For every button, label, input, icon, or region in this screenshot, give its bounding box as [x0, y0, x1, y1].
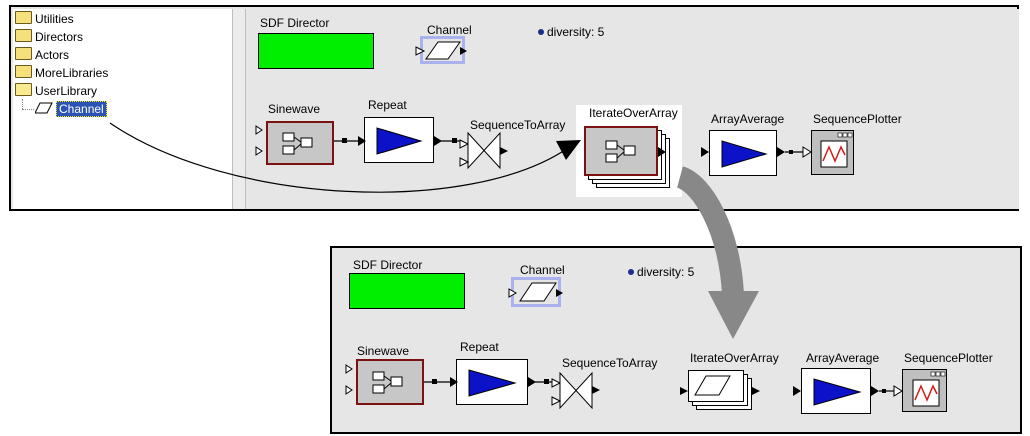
channel-actor[interactable] — [415, 36, 467, 64]
tree-connector-line — [22, 99, 24, 109]
triangle-icon — [468, 369, 517, 397]
parallelogram-icon — [508, 282, 563, 302]
channel-label: Channel — [427, 23, 472, 37]
sinewave-label: Sinewave — [357, 344, 410, 358]
arrayaverage-actor[interactable] — [801, 368, 871, 414]
composite-icon — [282, 132, 313, 155]
tree-connector-line — [22, 109, 34, 111]
plot-icon — [820, 132, 853, 168]
tree-item-label: Utilities — [35, 12, 74, 26]
director-label: SDF Director — [260, 16, 330, 30]
library-tree: Utilities Directors Actors MoreLibraries… — [13, 9, 232, 209]
arrayaverage-actor[interactable] — [709, 130, 777, 176]
channel-actor[interactable] — [508, 277, 563, 307]
sequencetoarray-label: SequenceToArray — [562, 356, 658, 370]
iterateoverarray-actor[interactable] — [584, 126, 658, 176]
tree-item-label: MoreLibraries — [35, 66, 109, 80]
sequenceplotter-label: SequencePlotter — [813, 112, 902, 126]
triangle-icon — [376, 127, 423, 155]
arrayaverage-label: ArrayAverage — [711, 112, 785, 126]
arrayaverage-label: ArrayAverage — [806, 351, 880, 365]
repeat-actor[interactable] — [456, 359, 528, 405]
tree-item-label: UserLibrary — [35, 84, 98, 98]
diversity-parameter[interactable]: diversity: 5 — [547, 25, 605, 39]
sdf-director[interactable] — [349, 273, 465, 309]
folder-icon — [15, 29, 32, 42]
sinewave-label: Sinewave — [268, 102, 321, 116]
triangle-icon — [813, 378, 862, 406]
tree-item-label: Directors — [35, 30, 84, 44]
parallelogram-icon — [34, 102, 53, 114]
triangle-icon — [721, 140, 768, 168]
sdf-director[interactable] — [258, 33, 374, 69]
sequenceplotter-actor[interactable] — [811, 130, 854, 175]
sinewave-actor[interactable] — [266, 121, 334, 165]
channel-label: Channel — [520, 263, 565, 277]
splitter[interactable] — [232, 9, 246, 209]
tree-item-channel[interactable]: Channel — [34, 101, 107, 117]
repeat-actor[interactable] — [364, 117, 434, 163]
folder-icon — [15, 65, 32, 78]
repeat-label: Repeat — [368, 98, 407, 112]
plot-icon — [912, 371, 946, 407]
sequencetoarray-label: SequenceToArray — [470, 118, 566, 132]
folder-open-icon — [15, 83, 32, 96]
tree-item-label: Channel — [56, 101, 107, 117]
tree-item-actors[interactable]: Actors — [15, 47, 69, 63]
parameter-bullet-icon — [628, 269, 634, 275]
diversity-parameter[interactable]: diversity: 5 — [637, 265, 695, 279]
top-vergil-window: Utilities Directors Actors MoreLibraries… — [9, 5, 1019, 211]
iterateoverarray-label: IterateOverArray — [589, 106, 678, 120]
tree-item-userlibrary[interactable]: UserLibrary — [15, 83, 97, 99]
sequenceplotter-actor[interactable] — [902, 369, 947, 412]
iterateoverarray-actor[interactable] — [688, 370, 744, 402]
parallelogram-icon — [415, 41, 467, 60]
iterateoverarray-label: IterateOverArray — [690, 351, 779, 365]
tree-item-utilities[interactable]: Utilities — [15, 11, 74, 27]
tree-item-morelibraries[interactable]: MoreLibraries — [15, 65, 108, 81]
folder-icon — [15, 47, 32, 60]
parameter-bullet-icon — [538, 29, 544, 35]
tree-item-directors[interactable]: Directors — [15, 29, 83, 45]
tree-item-label: Actors — [35, 48, 70, 62]
folder-icon — [15, 11, 32, 24]
sequenceplotter-label: SequencePlotter — [904, 351, 993, 365]
parallelogram-icon — [694, 375, 731, 396]
composite-icon — [605, 140, 636, 163]
composite-icon — [372, 371, 403, 394]
sinewave-actor[interactable] — [356, 359, 424, 405]
director-label: SDF Director — [353, 258, 423, 272]
repeat-label: Repeat — [460, 340, 499, 354]
